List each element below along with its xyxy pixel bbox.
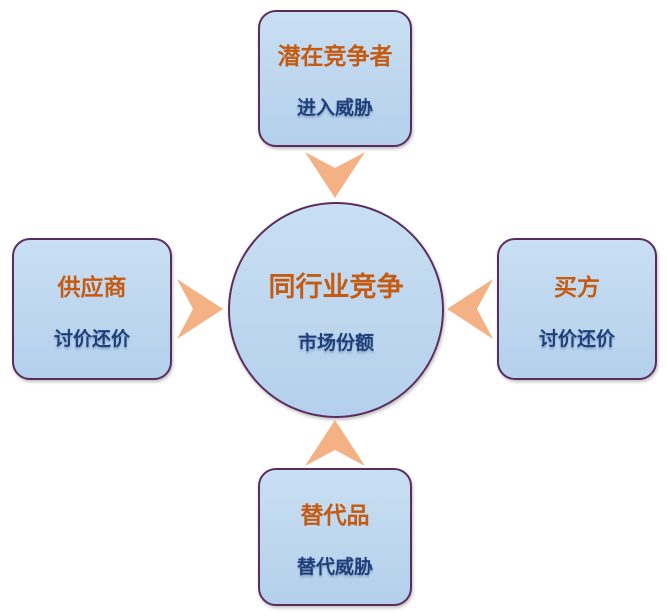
buyers-box: 买方 讨价还价 [497, 238, 657, 380]
substitutes-subtitle: 替代威胁 [296, 555, 373, 578]
arrow-left-icon [447, 279, 493, 339]
arrow-down-icon [305, 152, 365, 198]
potential-competitors-title: 潜在竞争者 [277, 44, 393, 70]
suppliers-title: 供应商 [57, 274, 127, 301]
buyers-title: 买方 [554, 274, 600, 301]
potential-competitors-box: 潜在竞争者 进入威胁 [258, 10, 412, 147]
potential-competitors-subtitle: 进入威胁 [296, 97, 373, 119]
suppliers-subtitle: 讨价还价 [53, 327, 130, 350]
industry-rivalry-subtitle: 市场份额 [297, 332, 374, 354]
suppliers-box: 供应商 讨价还价 [12, 238, 172, 380]
industry-rivalry-circle: 同行业竞争 市场份额 [228, 202, 444, 418]
buyers-subtitle: 讨价还价 [538, 327, 615, 350]
arrow-right-icon [177, 279, 223, 339]
substitutes-title: 替代品 [300, 502, 370, 529]
arrow-up-icon [305, 420, 365, 466]
substitutes-box: 替代品 替代威胁 [258, 468, 412, 606]
industry-rivalry-title: 同行业竞争 [268, 272, 404, 303]
